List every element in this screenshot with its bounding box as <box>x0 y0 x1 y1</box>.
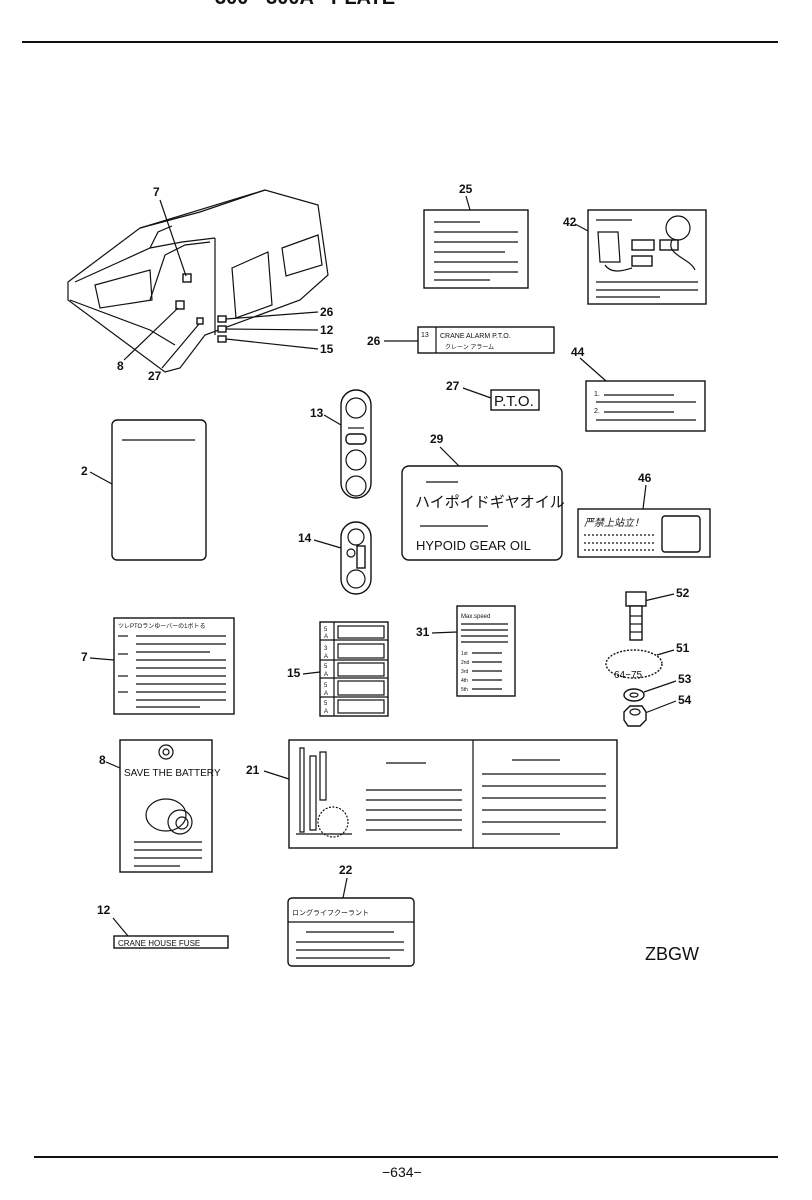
callout-15-cab: 15 <box>320 342 334 356</box>
callout-29: 29 <box>430 432 444 446</box>
plate-51: 64−75 <box>605 649 663 681</box>
plate-8-text: SAVE THE BATTERY <box>124 768 221 779</box>
page-number: −634− <box>382 1164 422 1180</box>
callout-14: 14 <box>298 531 312 545</box>
callout-8: 8 <box>99 753 106 767</box>
plate-14 <box>340 521 372 595</box>
plate-46-title: 严禁上站立！ <box>584 517 644 529</box>
header-title: 300 · 300A · PLATE · <box>215 0 407 9</box>
callout-27: 27 <box>446 379 460 393</box>
callout-12: 12 <box>97 903 111 917</box>
plate-15-cell: A <box>324 709 328 715</box>
callout-7-cab: 7 <box>153 185 160 199</box>
bolt-52 <box>625 591 647 641</box>
plate-22: ロングライフクーラント <box>287 897 415 967</box>
plate-25 <box>423 209 529 289</box>
plate-31-row: 3rd <box>461 669 468 675</box>
plate-15-cell: A <box>324 634 328 640</box>
plate-27-text: P.T.O. <box>494 393 534 410</box>
plate-26-text: CRANE ALARM P.T.O. <box>440 333 511 340</box>
callout-13: 13 <box>310 406 324 420</box>
callout-26: 26 <box>367 334 381 348</box>
plate-31-row: 4th <box>461 678 468 684</box>
plate-31: Max.speed 1st 2nd 3rd 4th 5th <box>456 605 516 697</box>
plate-46: 严禁上站立！ <box>577 508 711 558</box>
callout-15: 15 <box>287 666 301 680</box>
callout-54: 54 <box>678 693 692 707</box>
plate-15: 5 A 3 A 5 A 5 A 5 A <box>319 621 389 717</box>
callout-52: 52 <box>676 586 690 600</box>
plate-8: SAVE THE BATTERY <box>119 739 221 873</box>
callout-7: 7 <box>81 650 88 664</box>
plate-12-text: CRANE HOUSE FUSE <box>118 939 200 948</box>
plate-15-cell: 3 <box>324 646 328 652</box>
plate-15-cell: A <box>324 691 328 697</box>
plate-7: ツレPTOランゆーバーの1ボトる <box>113 617 235 715</box>
plate-15-cell: 5 <box>324 683 328 689</box>
plate-7-title: ツレPTOランゆーバーの1ボトる <box>118 622 206 630</box>
plate-26: 13 CRANE ALARM P.T.O. クレーン アラーム <box>417 326 555 354</box>
plate-12: CRANE HOUSE FUSE <box>113 935 229 949</box>
callout-22: 22 <box>339 863 353 877</box>
plate-31-title: Max.speed <box>461 614 490 620</box>
callout-46: 46 <box>638 471 652 485</box>
plate-15-cell: 5 <box>324 664 328 670</box>
plate-31-row: 2nd <box>461 660 470 666</box>
plate-44: 1. 2. <box>585 380 706 432</box>
plate-31-row: 5th <box>461 687 468 693</box>
plate-22-title: ロングライフクーラント <box>292 908 369 917</box>
washer-53 <box>623 688 645 702</box>
plate-29-text-jp: ハイポイドギヤオイル <box>415 494 565 511</box>
plate-15-cell: A <box>324 672 328 678</box>
plate-15-cell: 5 <box>324 701 328 707</box>
callout-53: 53 <box>678 672 692 686</box>
nut-54 <box>623 705 647 727</box>
plate-51-text: 64−75 <box>614 670 643 681</box>
callout-51: 51 <box>676 641 690 655</box>
callout-44: 44 <box>571 345 585 359</box>
figure-code: ZBGW <box>645 944 699 964</box>
callout-8-cab: 8 <box>117 359 124 373</box>
callout-21: 21 <box>246 763 260 777</box>
callout-2: 2 <box>81 464 88 478</box>
plate-26-number: 13 <box>421 332 429 339</box>
plate-29: ハイポイドギヤオイル HYPOID GEAR OIL <box>401 465 565 561</box>
cab-illustration <box>67 189 329 373</box>
callout-26-cab: 26 <box>320 305 334 319</box>
plate-15-cell: A <box>324 654 328 660</box>
plate-42 <box>587 209 707 305</box>
plate-29-text-en: HYPOID GEAR OIL <box>416 538 531 553</box>
plate-13 <box>340 389 372 499</box>
plate-15-cell: 5 <box>324 627 328 633</box>
callout-31: 31 <box>416 625 430 639</box>
plate-2 <box>111 419 207 561</box>
plate-26-subtext: クレーン アラーム <box>445 344 494 351</box>
plate-27: P.T.O. <box>490 389 540 411</box>
callout-42: 42 <box>563 215 577 229</box>
plate-21 <box>288 739 618 849</box>
callout-25: 25 <box>459 182 473 196</box>
plate-31-row: 1st <box>461 651 468 657</box>
plate-44-row-1: 1. <box>594 391 600 398</box>
callout-12-cab: 12 <box>320 323 334 337</box>
plate-44-row-2: 2. <box>594 408 600 415</box>
callout-27-cab: 27 <box>148 369 162 383</box>
